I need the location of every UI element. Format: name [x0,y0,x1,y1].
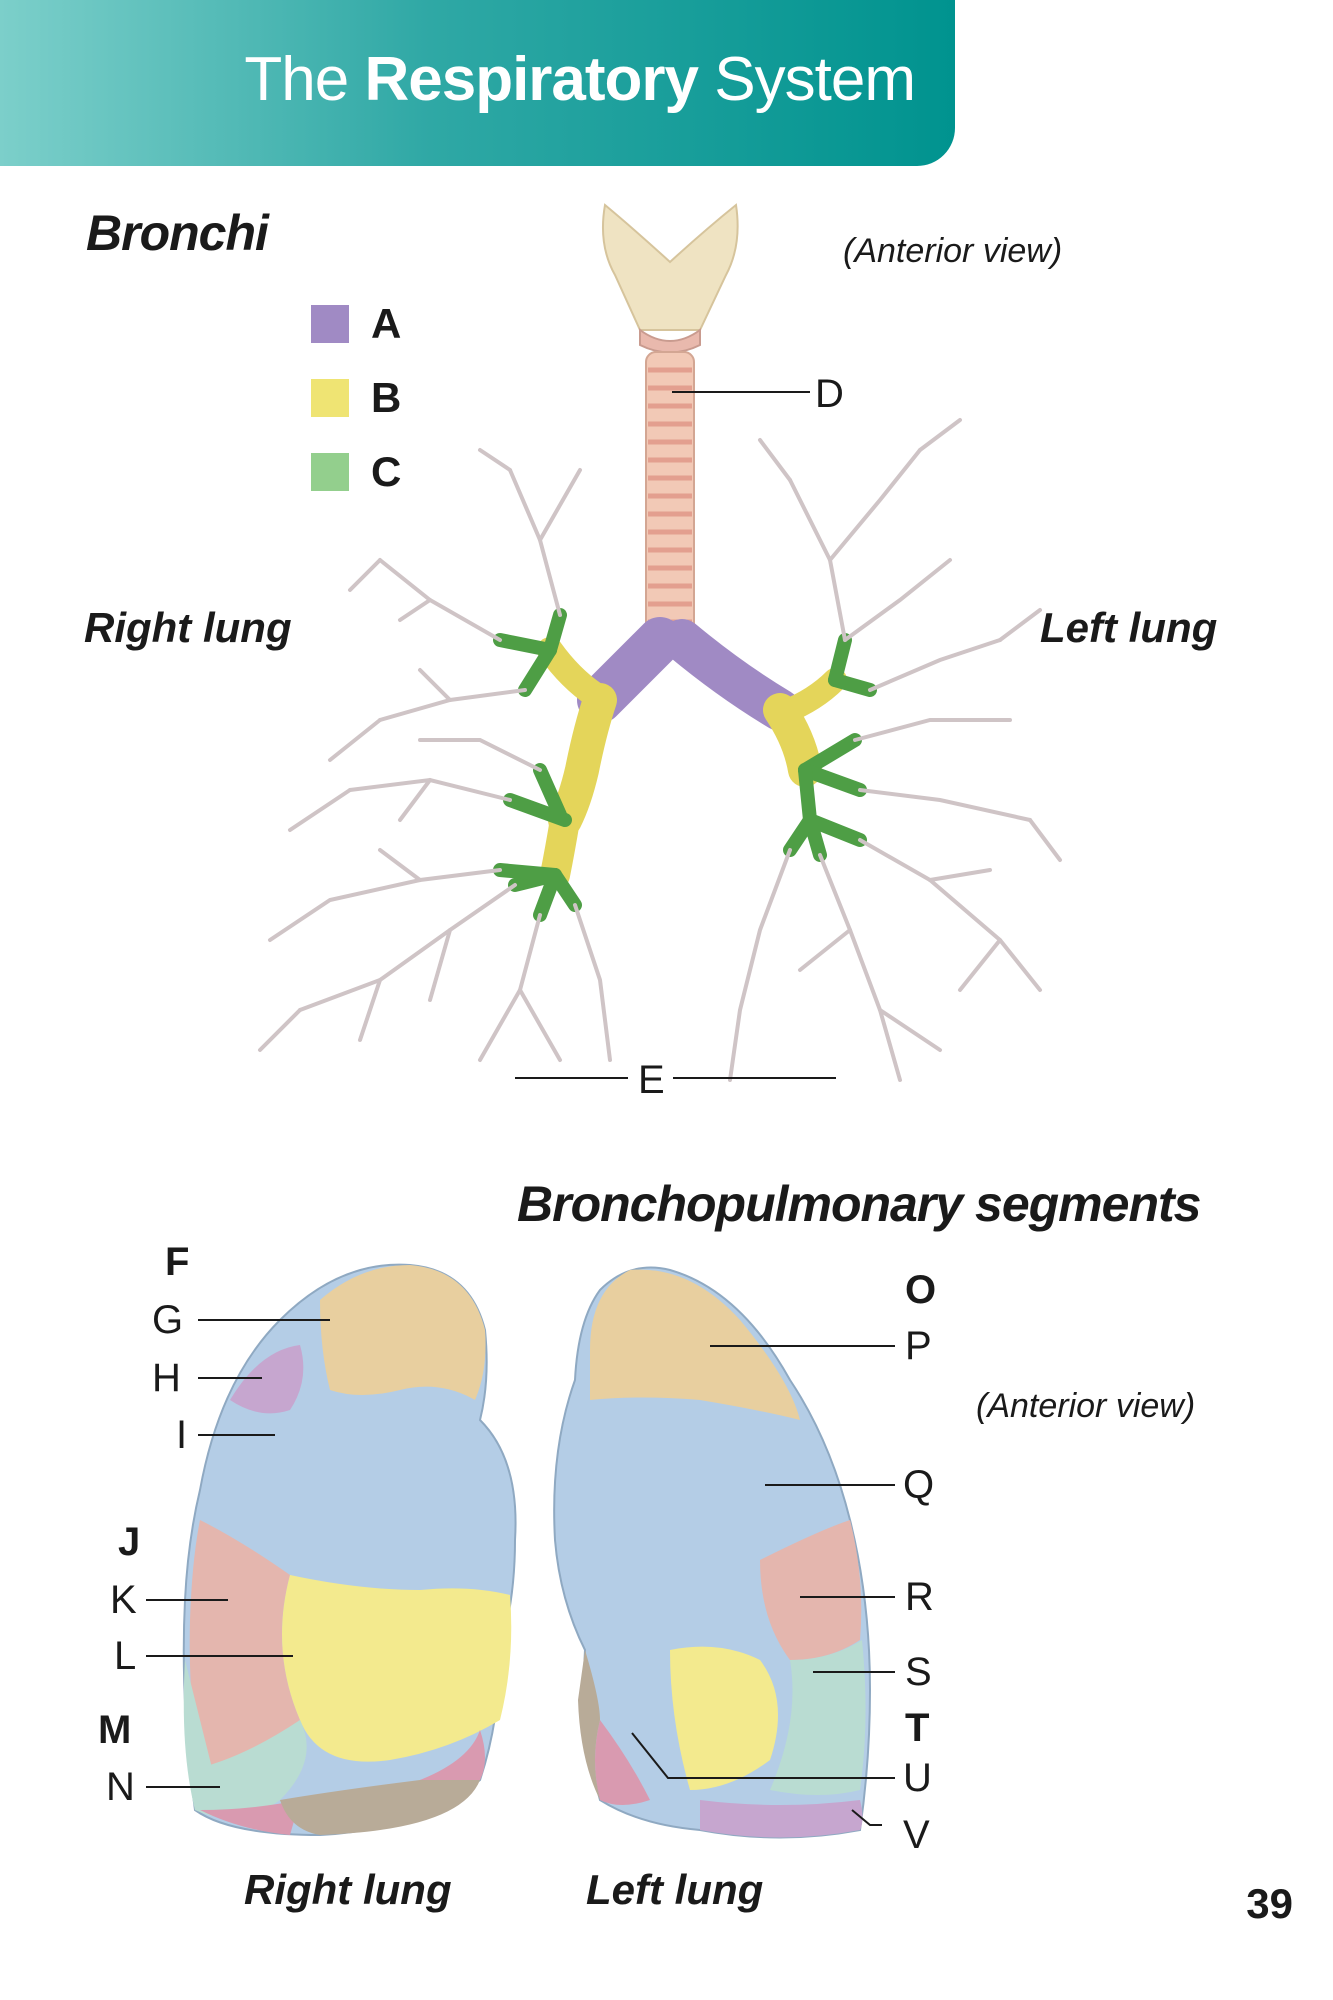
label-s: S [905,1650,932,1694]
label-u: U [903,1756,932,1800]
segments-right-lung-label: Right lung [244,1866,452,1913]
label-i: I [176,1413,188,1457]
segmental-bronchi [493,608,877,922]
legend-swatch-a [311,305,349,343]
leader-lines-segments [146,1319,895,1826]
label-f: F [165,1240,190,1284]
label-t: T [905,1706,930,1750]
left-lung-segments [553,1266,872,1839]
legend-letter-c: C [371,448,402,495]
bronchioles-left [728,418,1062,1082]
label-h: H [152,1356,181,1400]
right-lung-segments [182,1263,517,1837]
legend-item-a: A [311,300,401,348]
label-k: K [110,1578,137,1622]
bronchial-tree-diagram [258,203,1062,1082]
leader-lines-bronchi [515,391,836,1079]
bronchi-title: Bronchi [86,205,269,261]
label-v: V [903,1813,930,1857]
label-r: R [905,1575,934,1619]
label-d: D [815,372,844,416]
label-g: G [152,1298,184,1342]
label-l: L [114,1634,137,1678]
segments-left-lung-label: Left lung [586,1866,764,1913]
label-q: Q [903,1463,935,1507]
label-e: E [638,1058,665,1102]
bronchioles-right [258,448,612,1062]
page-number: 39 [1246,1880,1293,1927]
label-p: P [905,1324,932,1368]
label-n: N [106,1765,135,1809]
legend-swatch-c [311,453,349,491]
segments-title: Bronchopulmonary segments [517,1176,1201,1232]
label-o: O [905,1268,937,1312]
label-m: M [98,1708,132,1752]
bronchi-right-lung-label: Right lung [84,604,292,651]
header-band: The Respiratory System [0,0,955,166]
larynx [602,203,739,354]
page-header-title: The Respiratory System [244,45,916,114]
legend-letter-b: B [371,374,402,421]
label-j: J [118,1520,141,1564]
bronchi-left-lung-label: Left lung [1040,604,1218,651]
legend-item-b: B [311,374,401,422]
legend-letter-a: A [371,300,402,347]
legend-swatch-b [311,379,349,417]
bronchi-view-label: (Anterior view) [843,232,1063,270]
segments-view-label: (Anterior view) [976,1387,1196,1425]
legend-item-c: C [311,448,401,496]
